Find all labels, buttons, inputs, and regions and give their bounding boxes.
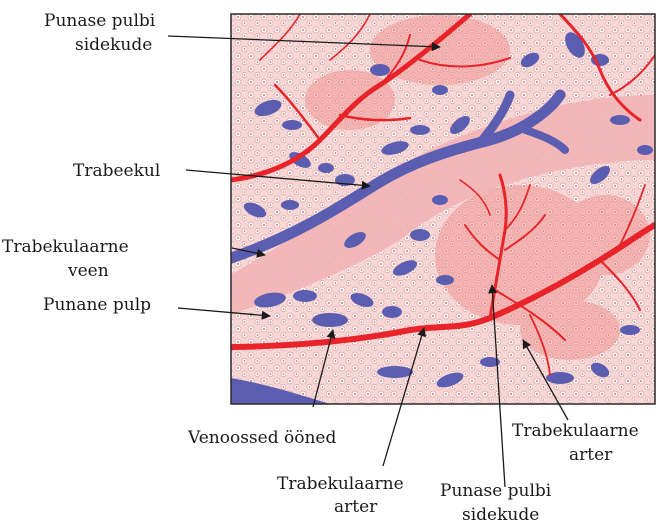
label-red-pulp: Punane pulp — [43, 295, 151, 315]
label-red-pulp-cords-bottom-line1: Punase pulbi — [440, 481, 552, 501]
label-trabecular-artery-bottom-line1: Trabekulaarne — [277, 474, 404, 494]
label-trabecular-vein-line2: veen — [67, 261, 109, 281]
label-venous-sinuses: Venoossed ööned — [187, 428, 336, 448]
label-red-pulp-cords-bottom-line2: sidekude — [462, 505, 539, 525]
label-trabecular-artery-right-line1: Trabekulaarne — [512, 421, 639, 441]
label-red-pulp-cords-top-line2: sidekude — [75, 35, 152, 55]
label-trabecular-artery-bottom-line2: arter — [334, 497, 378, 517]
label-trabecular-vein-line1: Trabekulaarne — [2, 237, 129, 257]
tissue-block — [231, 14, 655, 404]
label-red-pulp-cords-top-line1: Punase pulbi — [44, 11, 156, 31]
label-trabecula: Trabeekul — [73, 161, 160, 181]
label-trabecular-artery-right-line2: arter — [569, 445, 613, 465]
